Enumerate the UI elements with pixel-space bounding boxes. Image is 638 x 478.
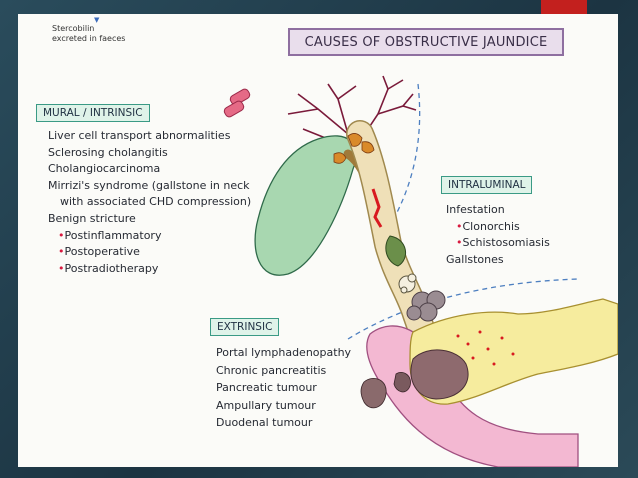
mural-item: with associated CHD compression) bbox=[60, 195, 252, 209]
arrow-down-icon: ▼ bbox=[94, 16, 100, 24]
mural-subitem: •Postoperative bbox=[58, 245, 140, 259]
extrinsic-item: Ampullary tumour bbox=[216, 398, 316, 412]
extrinsic-item: Duodenal tumour bbox=[216, 416, 313, 429]
duct-lesions bbox=[333, 133, 375, 164]
red-accent-tab bbox=[541, 0, 587, 16]
stercobilin-line2: excreted in faeces bbox=[52, 34, 126, 43]
stercobilin-line1: Stercobilin bbox=[52, 24, 95, 33]
bullet-icon: • bbox=[58, 245, 65, 259]
extrinsic-item: Chronic pancreatitis bbox=[216, 363, 327, 377]
pancreatic-tumour bbox=[410, 349, 469, 400]
slide-title: CAUSES OF OBSTRUCTIVE JAUNDICE bbox=[288, 28, 564, 56]
intraluminal-header: INTRALUMINAL bbox=[441, 176, 533, 194]
mural-item: Benign stricture bbox=[48, 211, 136, 225]
slide-canvas: CAUSES OF OBSTRUCTIVE JAUNDICE ▼ Stercob… bbox=[18, 14, 618, 467]
duodenal-tumour bbox=[360, 378, 387, 409]
dashed-boundary-lower bbox=[347, 278, 579, 340]
gallstones bbox=[398, 273, 417, 294]
mural-item: Cholangiocarcinoma bbox=[48, 162, 161, 176]
ampullary-tumour bbox=[393, 371, 411, 393]
mural-subitem: •Postinflammatory bbox=[58, 228, 162, 242]
red-blood-cells bbox=[223, 88, 251, 118]
bullet-icon: • bbox=[456, 219, 463, 233]
bullet-icon: • bbox=[58, 261, 65, 275]
intraluminal-subitem: •Clonorchis bbox=[456, 219, 520, 233]
mural-list: Liver cell transport abnormalities Scler… bbox=[48, 128, 251, 277]
intraluminal-item: Gallstones bbox=[446, 252, 504, 266]
bullet-icon: • bbox=[456, 236, 463, 250]
mural-header: MURAL / INTRINSIC bbox=[36, 104, 150, 122]
stricture-red bbox=[371, 188, 383, 228]
anatomy-illustration bbox=[223, 75, 618, 467]
mural-item: Liver cell transport abnormalities bbox=[48, 129, 231, 142]
extrinsic-item: Portal lymphadenopathy bbox=[216, 346, 352, 359]
mural-item: Mirrizi's syndrome (gallstone in neck bbox=[48, 178, 250, 192]
intraluminal-list: Infestation •Clonorchis •Schistosomiasis… bbox=[446, 202, 550, 268]
intraluminal-item: Infestation bbox=[446, 203, 505, 216]
extrinsic-list: Portal lymphadenopathy Chronic pancreati… bbox=[216, 344, 351, 432]
mural-item: Sclerosing cholangitis bbox=[48, 145, 168, 159]
extrinsic-header: EXTRINSIC bbox=[210, 318, 280, 336]
mural-subitem: •Postradiotherapy bbox=[58, 261, 159, 275]
stercobilin-note: Stercobilin excreted in faeces bbox=[52, 24, 125, 44]
lymph-nodes bbox=[406, 290, 446, 322]
intraluminal-subitem: •Schistosomiasis bbox=[456, 236, 550, 250]
clonorchis-worm bbox=[385, 235, 406, 267]
extrinsic-item: Pancreatic tumour bbox=[216, 381, 317, 394]
bullet-icon: • bbox=[58, 228, 65, 242]
